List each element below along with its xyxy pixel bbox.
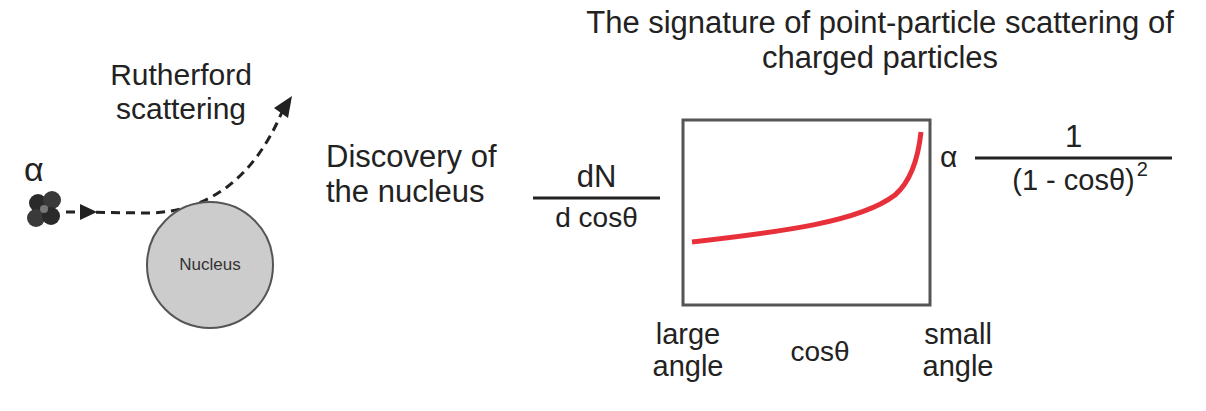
node-text-holder: Nucleus bbox=[145, 200, 275, 330]
particle-symbol: α bbox=[24, 150, 44, 188]
trajectory-arrowhead bbox=[274, 96, 292, 118]
formula-exponent: 2 bbox=[1137, 158, 1148, 180]
scatter-trajectory bbox=[66, 112, 282, 213]
formula-numerator: 1 bbox=[975, 120, 1172, 155]
process-caption: Rutherford scattering bbox=[88, 58, 274, 125]
plot-frame bbox=[683, 120, 930, 305]
nucleus-circle: Nucleus bbox=[145, 200, 275, 330]
axis-end-label: small angle bbox=[898, 318, 1018, 383]
axis-end-label: large angle bbox=[628, 318, 748, 383]
discovery-note: Discovery of the nucleus bbox=[326, 140, 506, 209]
alpha-particle bbox=[27, 191, 61, 227]
cross-section-curve bbox=[692, 132, 921, 242]
diagram-title: The signature of point-particle scatteri… bbox=[582, 6, 1178, 75]
fraction-bar bbox=[533, 197, 660, 200]
axis-denominator: d cosθ bbox=[526, 202, 667, 233]
axis-numerator: dN bbox=[533, 160, 660, 195]
axis-title: cosθ bbox=[760, 336, 880, 367]
node-label: Nucleus bbox=[179, 255, 240, 275]
proportional-sign: α bbox=[940, 140, 957, 174]
incoming-arrowhead bbox=[80, 204, 97, 220]
